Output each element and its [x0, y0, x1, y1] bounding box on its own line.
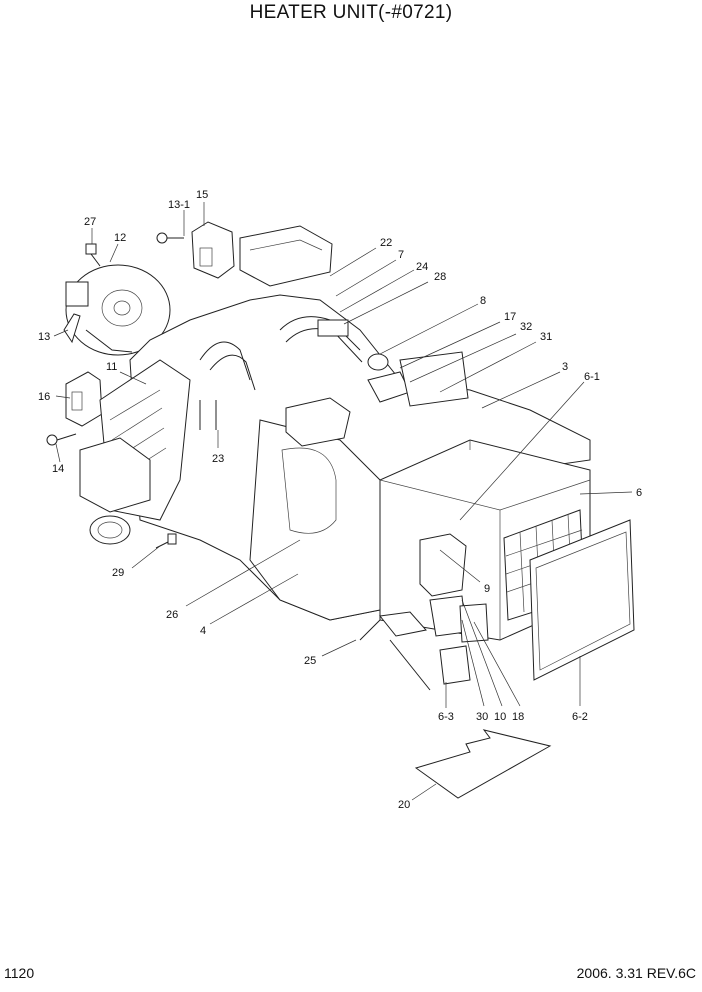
callout-31: 31 [540, 331, 552, 343]
callout-6: 6 [636, 487, 642, 499]
callout-13: 13 [38, 331, 50, 343]
bracket-part [63, 313, 81, 344]
callout-13-1: 13-1 [168, 199, 190, 211]
actuator-left-part [46, 371, 103, 446]
callout-23: 23 [212, 453, 224, 465]
callout-24: 24 [416, 261, 428, 273]
callout-22: 22 [380, 237, 392, 249]
callout-11: 11 [106, 361, 117, 373]
callout-labels: 27 12 13-1 15 13 16 14 11 22 7 24 28 8 1… [38, 189, 642, 811]
blower-motor-part [65, 264, 171, 356]
callout-30: 30 [476, 711, 488, 723]
callout-6-3: 6-3 [438, 711, 454, 723]
callout-32: 32 [520, 321, 532, 333]
callout-29: 29 [112, 567, 124, 579]
callout-12: 12 [114, 232, 126, 244]
callout-28: 28 [434, 271, 446, 283]
callout-25: 25 [304, 655, 316, 667]
callout-4: 4 [200, 625, 206, 637]
revision-date: 2006. 3.31 REV.6C [576, 965, 696, 981]
actuator-part [156, 221, 235, 279]
callout-10: 10 [494, 711, 506, 723]
callout-26: 26 [166, 609, 178, 621]
callout-9: 9 [484, 583, 490, 595]
callout-14: 14 [52, 463, 64, 475]
heater-housing [79, 225, 635, 799]
callout-15: 15 [196, 189, 208, 201]
page-number: 1120 [4, 965, 35, 981]
callout-7: 7 [398, 249, 404, 261]
callout-6-1: 6-1 [584, 371, 600, 383]
callout-leaders [53, 202, 633, 801]
callout-27: 27 [84, 216, 96, 228]
callout-16: 16 [38, 391, 50, 403]
callout-17: 17 [504, 311, 516, 323]
callout-3: 3 [562, 361, 568, 373]
callout-20: 20 [398, 799, 410, 811]
page-title: HEATER UNIT(-#0721) [249, 2, 453, 23]
callout-6-2: 6-2 [572, 711, 588, 723]
bolt-part [85, 243, 101, 267]
callout-18: 18 [512, 711, 524, 723]
callout-8: 8 [480, 295, 486, 307]
